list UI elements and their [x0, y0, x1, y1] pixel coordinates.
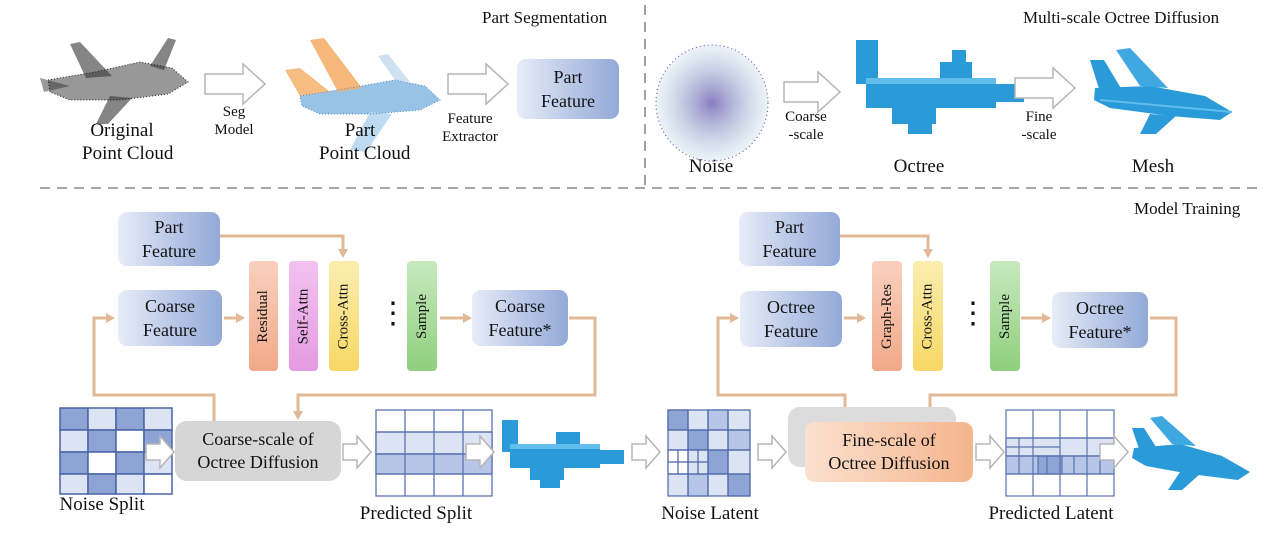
hollow-arrow-icon [1014, 66, 1077, 110]
octree-feature-star-box: Octree Feature* [1052, 292, 1148, 348]
cross-attn-block-left: Cross-Attn [329, 261, 359, 371]
predicted-split-label: Predicted Split [359, 503, 473, 524]
section-multi-scale: Multi-scale Octree Diffusion [1023, 8, 1220, 27]
mesh-label: Mesh [1131, 156, 1175, 177]
octree-label: Octree [893, 156, 945, 177]
hollow-arrow-icon [1099, 434, 1129, 470]
section-model-training: Model Training [1134, 199, 1241, 218]
hollow-arrow-icon [783, 70, 842, 114]
fine-scale-diffusion-box: Fine-scale of Octree Diffusion [805, 422, 973, 482]
octree-feature-box: Octree Feature [740, 291, 842, 347]
connector-lines-right [716, 234, 1178, 420]
hollow-arrow-icon [342, 434, 372, 470]
ellipsis-left: ⋮ [378, 297, 408, 330]
noise-latent-grid [667, 409, 751, 497]
airplane-part-cloud-icon [285, 38, 441, 152]
hollow-arrow-icon [447, 62, 510, 106]
airplane-point-cloud-icon [40, 38, 189, 124]
seg-model-label: Seg Model [214, 104, 254, 138]
part-feature-box-right: Part Feature [739, 212, 840, 266]
hollow-arrow-icon [204, 62, 267, 106]
coarse-scale-diffusion-box: Coarse-scale of Octree Diffusion [175, 421, 341, 481]
part-feature-box-left: Part Feature [118, 212, 220, 266]
fine-scale-label: Fine -scale [1021, 109, 1057, 143]
hollow-arrow-icon [145, 434, 175, 470]
original-point-cloud-label: Original Point Cloud [82, 120, 174, 164]
predicted-split-grid [375, 409, 493, 497]
coarse-feature-star-box: Coarse Feature* [472, 290, 568, 346]
section-part-segmentation: Part Segmentation [482, 8, 608, 27]
coarse-scale-label: Coarse -scale [785, 109, 827, 143]
noise-latent-label: Noise Latent [661, 503, 759, 524]
hollow-arrow-icon [975, 434, 1005, 470]
airplane-mesh-icon [1090, 48, 1233, 134]
predicted-latent-label: Predicted Latent [988, 503, 1114, 524]
airplane-mesh-icon [1132, 416, 1250, 490]
noise-label: Noise [688, 156, 734, 177]
hollow-arrow-icon [757, 434, 787, 470]
part-feature-box-top: Part Feature [517, 59, 619, 119]
connector-lines-left [92, 234, 597, 422]
self-attn-block: Self-Attn [289, 261, 318, 371]
sample-block-left: Sample [407, 261, 437, 371]
noise-cloud-icon [655, 44, 769, 162]
feature-extractor-label: Feature Extractor [442, 111, 498, 145]
predicted-latent-grid [1005, 409, 1115, 497]
noise-split-label: Noise Split [59, 494, 145, 515]
ellipsis-right: ⋮ [958, 297, 988, 330]
graph-res-block: Graph-Res [872, 261, 902, 371]
hollow-arrow-icon [631, 434, 661, 470]
sample-block-right: Sample [990, 261, 1020, 371]
residual-block: Residual [249, 261, 278, 371]
part-point-cloud-label: Part Point Cloud [319, 120, 411, 164]
cross-attn-block-right: Cross-Attn [913, 261, 943, 371]
coarse-feature-box: Coarse Feature [118, 290, 222, 346]
hollow-arrow-icon [465, 434, 495, 470]
airplane-octree-icon [502, 420, 624, 488]
airplane-octree-icon [856, 40, 1024, 134]
